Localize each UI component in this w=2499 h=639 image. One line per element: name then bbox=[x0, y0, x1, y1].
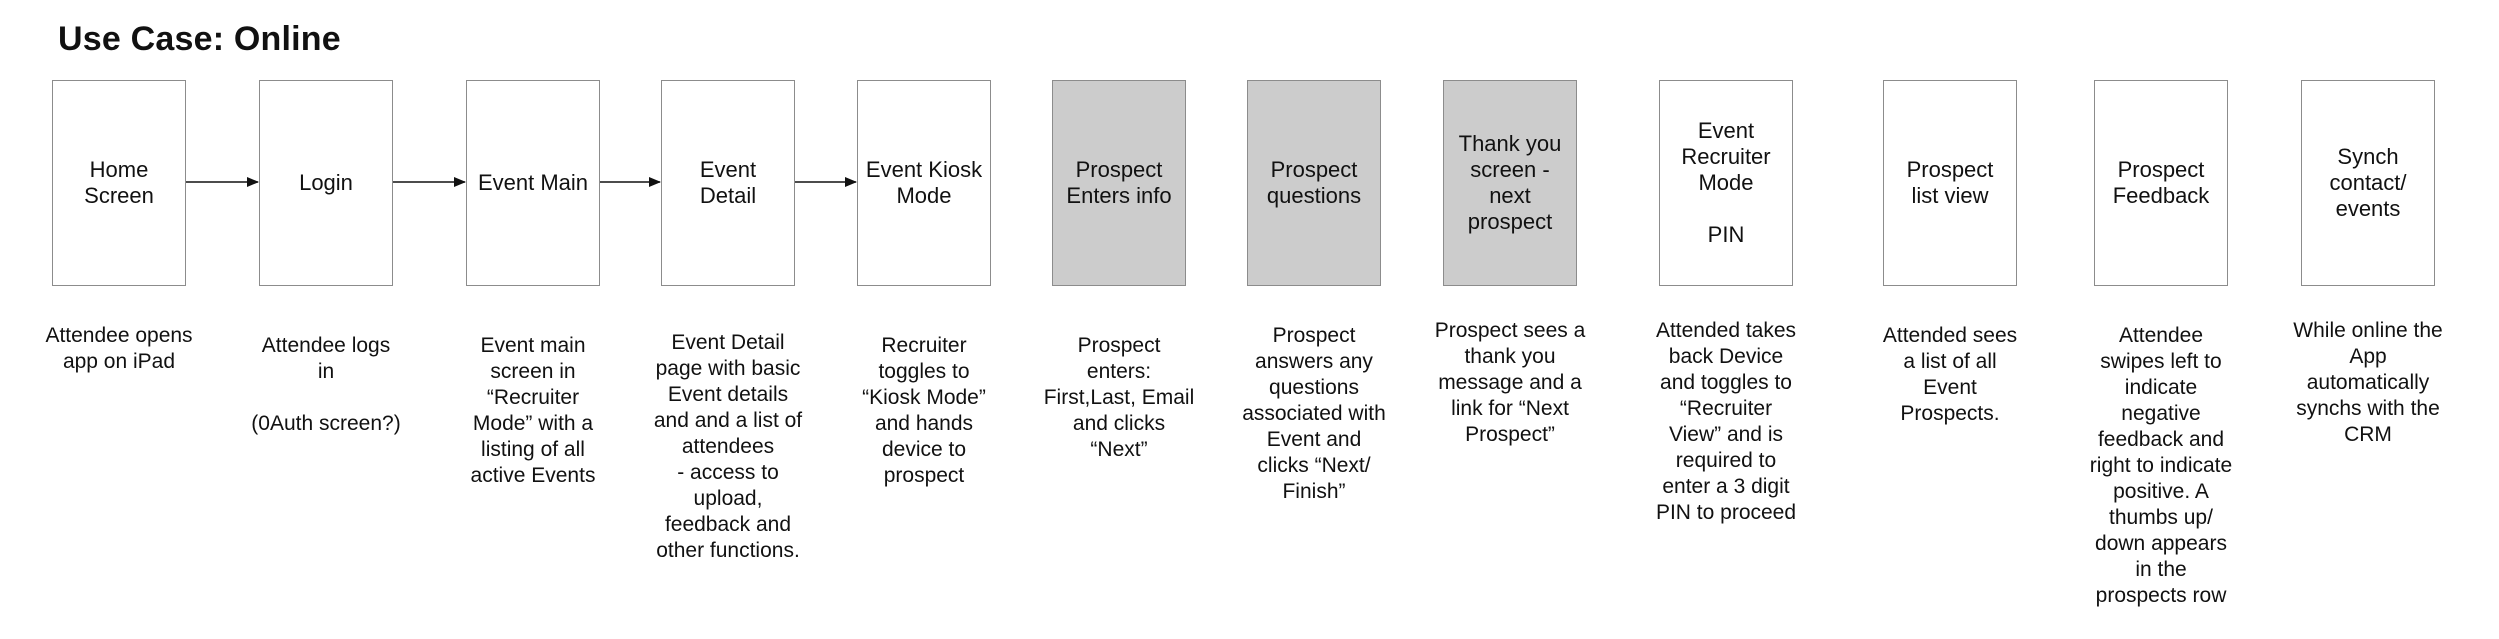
step-description: Attendee opens app on iPad bbox=[45, 324, 193, 373]
step-box-synch-contact-events: Synch contact/ events bbox=[2301, 80, 2435, 286]
step-label: Synch contact/ events bbox=[2329, 144, 2407, 221]
step-box-thank-you-screen-next-prospect: Thank you screen - next prospect bbox=[1443, 80, 1577, 286]
step-box-event-detail: Event Detail bbox=[661, 80, 795, 286]
step-box-prospect-list-view: Prospect list view bbox=[1883, 80, 2017, 286]
step-description: Event Detail page with basic Event detai… bbox=[653, 331, 803, 562]
step-description: Attendee swipes left to indicate negativ… bbox=[2089, 324, 2233, 607]
step-box-home-screen: Home Screen bbox=[52, 80, 186, 286]
step-label: Home Screen bbox=[84, 157, 154, 208]
step-description: Prospect enters: First,Last, Email and c… bbox=[1043, 334, 1195, 461]
step-label: Thank you screen - next prospect bbox=[1458, 131, 1562, 234]
step-label: Prospect Feedback bbox=[2112, 157, 2210, 208]
step-box-login: Login bbox=[259, 80, 393, 286]
step-description: Prospect answers any questions associate… bbox=[1242, 324, 1386, 503]
step-description: Attended takes back Device and toggles t… bbox=[1655, 319, 1797, 524]
step-box-event-kiosk-mode: Event Kiosk Mode bbox=[857, 80, 991, 286]
step-label: Prospect questions bbox=[1266, 157, 1362, 208]
step-box-prospect-feedback: Prospect Feedback bbox=[2094, 80, 2228, 286]
step-box-event-main: Event Main bbox=[466, 80, 600, 286]
step-description: Recruiter toggles to “Kiosk Mode” and ha… bbox=[862, 334, 986, 487]
step-box-prospect-questions: Prospect questions bbox=[1247, 80, 1381, 286]
step-description: Attendee logs in (0Auth screen?) bbox=[251, 334, 401, 435]
step-description: Attended sees a list of all Event Prospe… bbox=[1882, 324, 2018, 425]
step-description: Event main screen in “Recruiter Mode” wi… bbox=[470, 334, 596, 487]
step-label: Event Main bbox=[477, 170, 589, 195]
step-label: Event Kiosk Mode bbox=[865, 157, 983, 208]
step-description: Prospect sees a thank you message and a … bbox=[1434, 319, 1586, 446]
step-label: Prospect Enters info bbox=[1066, 157, 1172, 208]
step-label: Event Detail bbox=[699, 157, 757, 208]
step-description: While online the App automatically synch… bbox=[2293, 319, 2443, 446]
step-box-prospect-enters-info: Prospect Enters info bbox=[1052, 80, 1186, 286]
step-label: Login bbox=[299, 170, 353, 195]
step-label: Prospect list view bbox=[1906, 157, 1994, 208]
page-title: Use Case: Online bbox=[58, 20, 341, 58]
step-label: Event Recruiter Mode PIN bbox=[1681, 118, 1771, 247]
step-box-event-recruiter-mode-pin: Event Recruiter Mode PIN bbox=[1659, 80, 1793, 286]
